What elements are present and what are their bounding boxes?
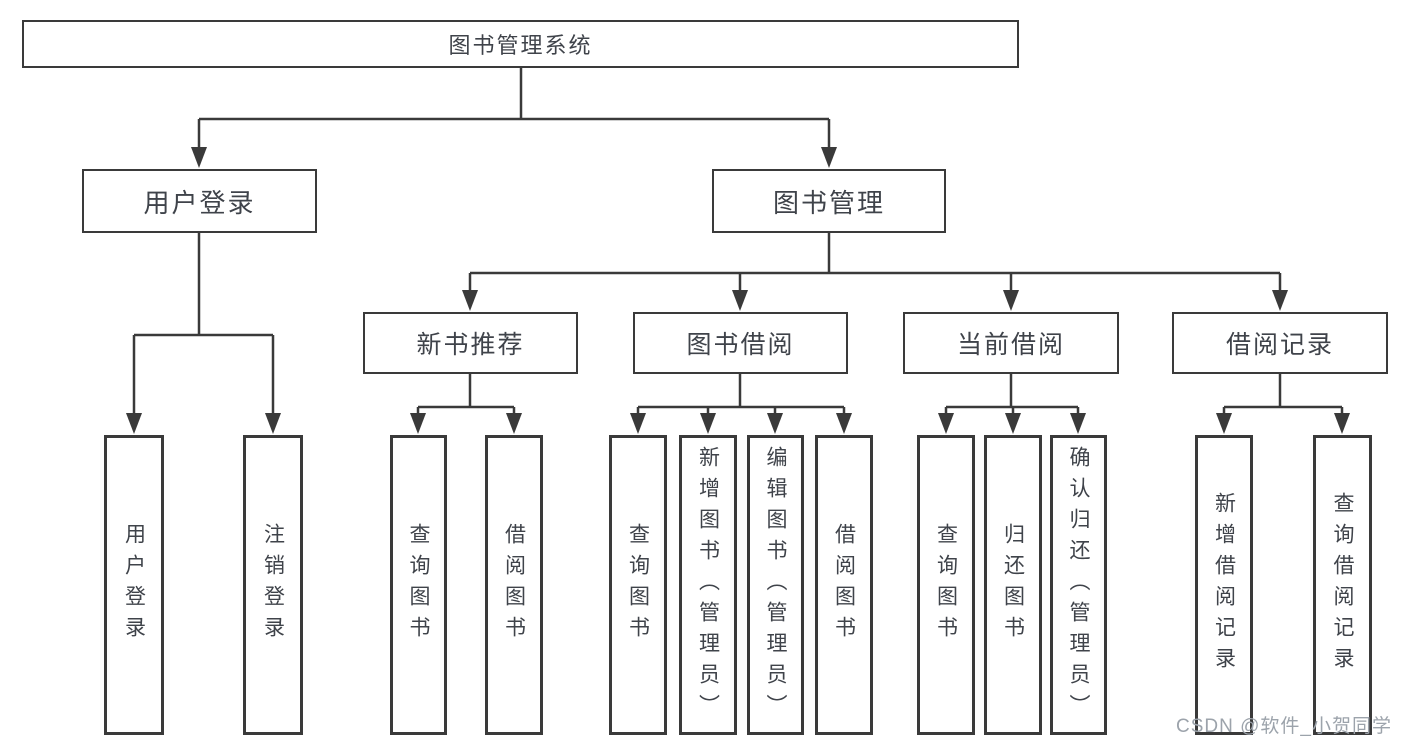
node-label: 借阅记录 [1225,331,1334,359]
arrow-down-icon [836,413,852,434]
arrow-down-icon [821,147,837,168]
arrow-down-icon [1334,413,1350,434]
node-borrowing-records: 借阅记录 [1172,312,1388,374]
arrow-down-icon [1070,413,1086,434]
node-label: 图书管理 [772,187,885,218]
node-book-management-module: 图书管理 [712,169,946,233]
node-label: 编辑图书（管理员） [764,445,788,725]
node-label: 新增借阅记录 [1212,492,1236,678]
node-new-book-recommendation: 新书推荐 [363,312,578,374]
leaf-edit-book-admin: 编辑图书（管理员） [747,435,804,735]
node-label: 用户登录 [143,187,256,218]
leaf-return-book: 归还图书 [984,435,1042,735]
node-library-management-system: 图书管理系统 [22,20,1019,68]
connector-path [132,68,1344,416]
node-label: 查询借阅记录 [1331,492,1355,678]
leaf-query-borrow-record: 查询借阅记录 [1313,435,1372,735]
node-label: 当前借阅 [956,331,1065,359]
node-current-borrowing: 当前借阅 [903,312,1119,374]
node-label: 查询图书 [934,523,958,647]
leaf-user-login: 用户登录 [104,435,164,735]
node-label: 图书管理系统 [448,33,593,58]
node-label: 新增图书（管理员） [696,445,720,725]
node-label: 新书推荐 [416,331,525,359]
node-label: 借阅图书 [502,523,526,647]
arrow-down-icon [265,413,281,434]
leaf-borrow-books-recommend: 借阅图书 [485,435,543,735]
leaf-query-books-recommend: 查询图书 [390,435,447,735]
arrow-down-icon [506,413,522,434]
leaf-query-books-current: 查询图书 [917,435,975,735]
node-label: 查询图书 [626,523,650,647]
arrow-down-icon [1005,413,1021,434]
arrow-down-icon [1216,413,1232,434]
leaf-logout: 注销登录 [243,435,303,735]
node-label: 借阅图书 [832,523,856,647]
arrow-down-icon [126,413,142,434]
arrow-down-icon [732,290,748,311]
leaf-query-books-borrowing: 查询图书 [609,435,667,735]
node-label: 图书借阅 [686,331,795,359]
node-label: 用户登录 [122,523,146,647]
leaf-confirm-return-admin: 确认归还（管理员） [1050,435,1107,735]
arrow-down-icon [630,413,646,434]
node-user-login-module: 用户登录 [82,169,317,233]
node-label: 归还图书 [1001,523,1025,647]
arrow-down-icon [1003,290,1019,311]
node-label: 确认归还（管理员） [1067,445,1091,725]
node-label: 查询图书 [407,523,431,647]
leaf-add-borrow-record: 新增借阅记录 [1195,435,1253,735]
arrow-down-icon [938,413,954,434]
node-book-borrowing: 图书借阅 [633,312,848,374]
leaf-add-book-admin: 新增图书（管理员） [679,435,737,735]
arrow-down-icon [767,413,783,434]
arrow-down-icon [191,147,207,168]
leaf-borrow-book: 借阅图书 [815,435,873,735]
node-label: 注销登录 [261,523,285,647]
arrow-down-icon [1272,290,1288,311]
arrow-down-icon [700,413,716,434]
arrow-down-icon [410,413,426,434]
arrow-down-icon [462,290,478,311]
watermark-text: CSDN @软件_小贺同学 [1176,716,1392,737]
